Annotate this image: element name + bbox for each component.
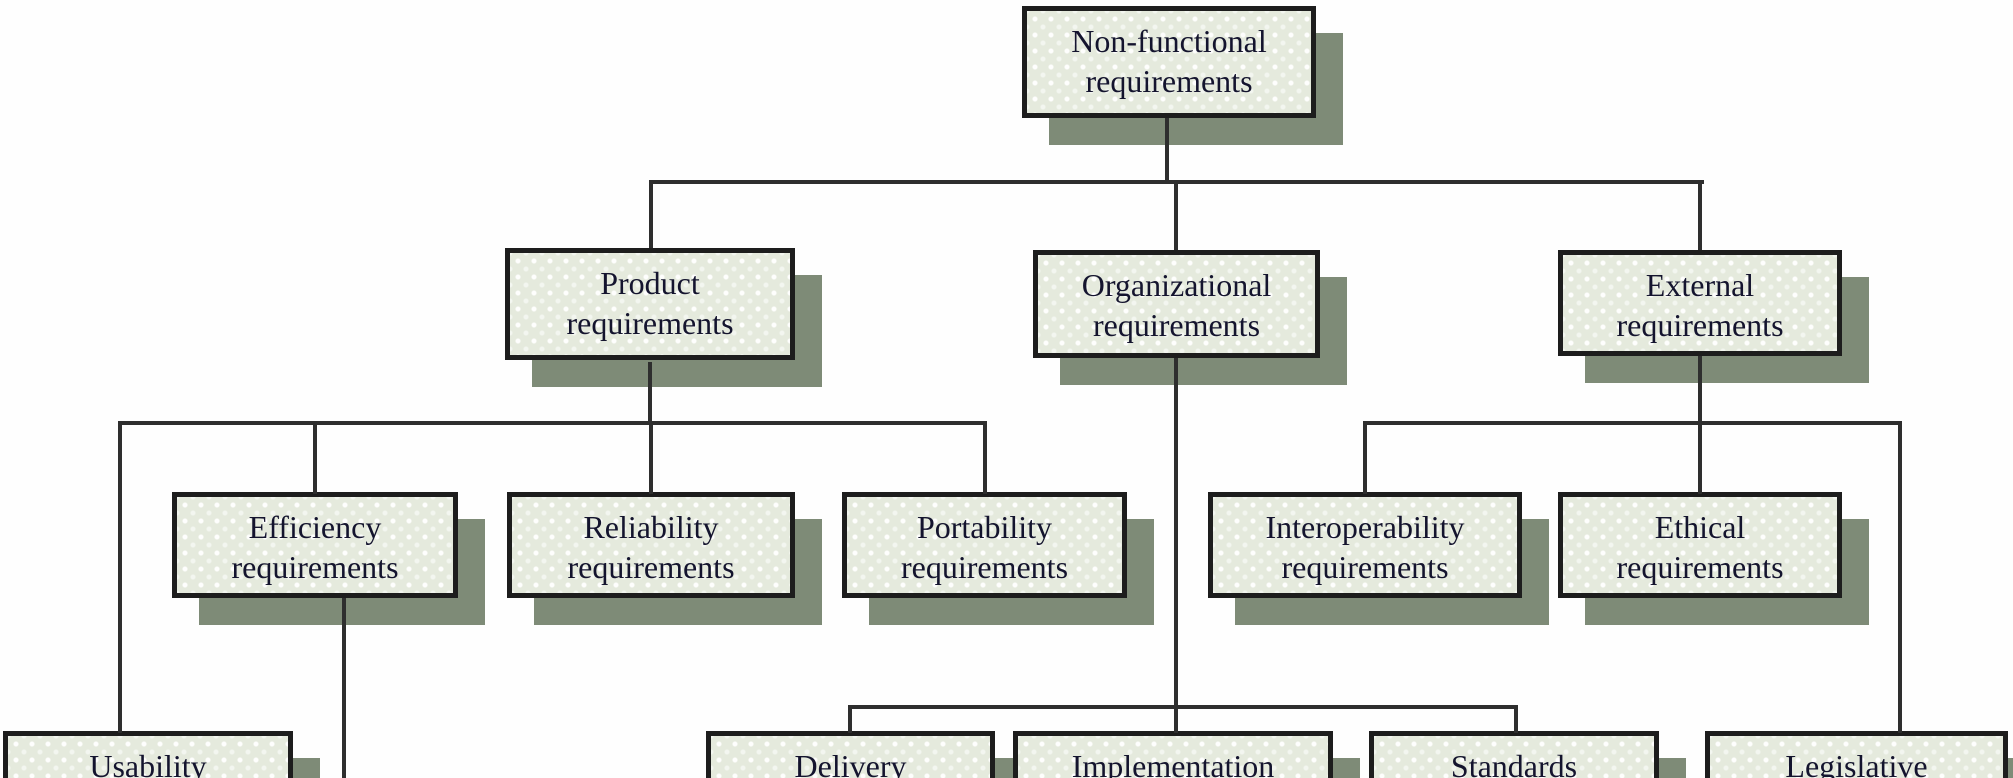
connector-usability-drop xyxy=(118,421,122,733)
node-label-line1: Product xyxy=(600,265,700,301)
node-external-requirements: External requirements xyxy=(1558,250,1842,356)
node-product-requirements: Product requirements xyxy=(505,248,795,360)
node-label-line2: requirements xyxy=(566,305,734,341)
node-label-line1: External xyxy=(1645,267,1755,303)
connector-reliability-drop xyxy=(649,421,653,494)
node-label-line1: Non-functional xyxy=(1071,23,1267,59)
node-label-line2: requirements xyxy=(231,549,399,585)
node-label-line1: Reliability xyxy=(583,509,719,545)
connector-external-down xyxy=(1698,356,1702,494)
connector-root-drop xyxy=(1165,118,1169,184)
node-non-functional-requirements: Non-functional requirements xyxy=(1022,6,1316,118)
node-label-line1: Interoperability xyxy=(1265,509,1465,545)
node-delivery: Delivery xyxy=(706,731,995,778)
node-label-line1: Legislative xyxy=(1785,748,1928,778)
node-organizational-requirements: Organizational requirements xyxy=(1033,250,1320,358)
node-standards: Standards xyxy=(1369,731,1659,778)
node-label-line1: Portability xyxy=(916,509,1053,545)
node-portability-requirements: Portability requirements xyxy=(842,492,1127,598)
connector-external-drop xyxy=(1698,182,1702,250)
node-usability: Usability xyxy=(3,731,293,778)
node-label-line1: Organizational xyxy=(1081,267,1272,303)
connector-portability-drop xyxy=(983,421,987,494)
connector-delivery-drop xyxy=(848,705,852,733)
node-label-line2: requirements xyxy=(1085,63,1253,99)
connector-efficiency-drop xyxy=(313,421,317,494)
connector-interoperability-drop xyxy=(1363,421,1367,494)
node-label-line1: Delivery xyxy=(794,748,907,778)
node-label-line2: requirements xyxy=(1616,549,1784,585)
node-label-line2: requirements xyxy=(1281,549,1449,585)
node-label-line1: Standards xyxy=(1450,748,1578,778)
node-ethical-requirements: Ethical requirements xyxy=(1558,492,1842,598)
node-label-line1: Ethical xyxy=(1654,509,1746,545)
connector-product-down xyxy=(648,362,652,423)
connector-external-horizontal xyxy=(1363,421,1902,425)
node-reliability-requirements: Reliability requirements xyxy=(507,492,795,598)
node-label-line1: Usability xyxy=(89,748,207,778)
connector-product-horizontal xyxy=(118,421,987,425)
node-label-line1: Efficiency xyxy=(248,509,382,545)
node-label-line2: requirements xyxy=(900,549,1069,585)
node-label-line1: Implementation xyxy=(1071,748,1275,778)
node-interoperability-requirements: Interoperability requirements xyxy=(1208,492,1522,598)
connector-legislative-drop xyxy=(1898,421,1902,733)
connector-organizational-down xyxy=(1174,358,1178,733)
node-label-line2: requirements xyxy=(1092,307,1261,343)
connector-efficiency-descender xyxy=(342,598,346,778)
connector-organizational-horizontal xyxy=(848,705,1518,709)
connector-standards-drop xyxy=(1514,705,1518,733)
node-legislative: Legislative xyxy=(1705,731,2008,778)
node-label-line2: requirements xyxy=(1616,307,1784,343)
connector-product-drop xyxy=(649,182,653,248)
node-label-line2: requirements xyxy=(567,549,735,585)
node-implementation: Implementation xyxy=(1013,731,1333,778)
connector-organizational-drop xyxy=(1174,182,1178,250)
node-efficiency-requirements: Efficiency requirements xyxy=(172,492,458,598)
